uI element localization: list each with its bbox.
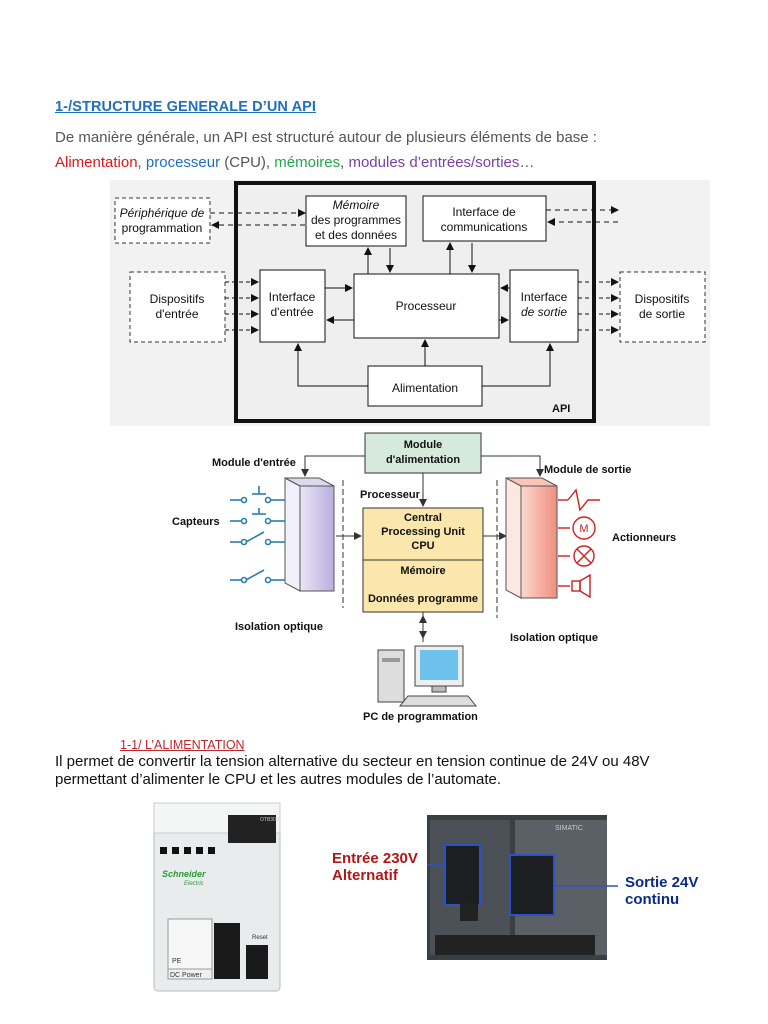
entree-label-2: Alternatif — [332, 867, 399, 884]
separator: , — [137, 154, 146, 171]
interface-entree-box — [259, 269, 326, 343]
processeur-box — [353, 273, 500, 339]
input-module — [284, 477, 335, 592]
interface-entree-label-1: Interface — [269, 290, 316, 304]
peripherique-box — [114, 197, 211, 244]
paragraph-line-1: Il permet de convertir la tension altern… — [55, 753, 650, 770]
pc-label: PC de programmation — [363, 711, 478, 723]
element-cpu: (CPU), — [220, 154, 275, 171]
module-alimentation-label-2: d'alimentation — [386, 454, 460, 466]
memoire-box — [305, 195, 407, 247]
alimentation-paragraph: Il permet de convertir la tension altern… — [55, 753, 650, 789]
dispositifs-sortie-box — [619, 271, 706, 343]
output-module — [505, 477, 558, 599]
alimentation-label: Alimentation — [392, 381, 458, 395]
power-module-photo: OTB300 Schneider Electric PE DC Power Re… — [150, 795, 285, 995]
interface-entree-label-2: d'entrée — [271, 305, 314, 319]
brand-logo: Schneider — [162, 869, 206, 879]
separator: , — [340, 154, 349, 171]
pe-label: PE — [172, 958, 182, 965]
sortie-label-1: Sortie 24V — [625, 874, 698, 891]
capteurs-label: Capteurs — [172, 516, 220, 528]
reset-label: Reset — [252, 935, 268, 941]
pc-icon — [377, 645, 478, 707]
cpu-box — [362, 507, 484, 561]
dispositifs-entree-box — [129, 271, 226, 343]
dc-power-label: DC Power — [170, 972, 203, 979]
simatic-tag: SIMATIC — [555, 825, 583, 832]
siemens-photo: SIMATIC Entrée 230V Alternatif Sortie 24… — [320, 815, 715, 960]
element-processeur: processeur — [145, 154, 221, 171]
peripherique-label-2: programmation — [122, 221, 203, 235]
memoire-label-2: des programmes — [311, 213, 401, 227]
dispositifs-entree-label-1: Dispositifs — [150, 292, 205, 306]
entree-label-1: Entrée 230V — [332, 850, 418, 867]
interface-sortie-label-2: de sortie — [521, 305, 567, 319]
module-sortie-label: Module de sortie — [544, 464, 631, 476]
dispositifs-sortie-label-2: de sortie — [639, 307, 685, 321]
elements-list: Alimentation, processeur (CPU), mémoires… — [55, 154, 534, 171]
processeur-label: Processeur — [396, 299, 457, 313]
interface-sortie-label-1: Interface — [521, 290, 568, 304]
dispositifs-entree-label-2: d'entrée — [156, 307, 199, 321]
module-entree-label: Module d'entrée — [212, 457, 296, 469]
part-label: OTB300 — [260, 817, 279, 823]
element-memoires: mémoires — [274, 154, 341, 171]
actionneurs-label: Actionneurs — [612, 532, 676, 544]
capteurs-symbols — [230, 486, 285, 584]
ellipsis: … — [519, 154, 535, 171]
memoire-label: Mémoire — [400, 565, 445, 577]
module-alimentation-box — [364, 432, 482, 474]
actionneurs-symbols — [558, 488, 600, 599]
paragraph-line-2: permettant d’alimenter le CPU et les aut… — [55, 771, 502, 788]
dispositifs-sortie-label-1: Dispositifs — [635, 292, 690, 306]
element-modules: modules d’entrées/sorties — [348, 154, 520, 171]
api-label: API — [552, 403, 570, 415]
cpu-label-1: Central — [404, 512, 442, 524]
intro-text: De manière générale, un API est structur… — [55, 129, 597, 146]
plc-hardware-diagram: Module d'alimentation Module d'entrée Mo… — [172, 432, 676, 723]
isolation-right-label: Isolation optique — [510, 632, 598, 644]
memoire-label-3: et des données — [315, 228, 397, 242]
sortie-label-2: continu — [625, 891, 679, 908]
brand-sub: Electric — [184, 881, 204, 887]
interface-sortie-box — [509, 269, 579, 343]
memoire-label-1: Mémoire — [333, 198, 380, 212]
api-structure-diagram: API Périphérique de programmation Mémoir… — [110, 180, 710, 426]
donnees-label: Données programme — [368, 593, 478, 605]
section-title: 1-/STRUCTURE GENERALE D’UN API — [55, 99, 317, 115]
alimentation-box — [367, 365, 483, 407]
peripherique-label-1: Périphérique de — [120, 206, 205, 220]
interface-comm-label-2: communications — [441, 220, 528, 234]
interface-comm-label-1: Interface de — [452, 205, 516, 219]
memoire-box — [362, 559, 484, 613]
subsection-title: 1-1/ L’ALIMENTATION — [120, 738, 245, 752]
motor-label: M — [579, 523, 588, 535]
module-alimentation-label-1: Module — [404, 439, 443, 451]
cpu-label-3: CPU — [411, 540, 434, 552]
isolation-left-label: Isolation optique — [235, 621, 323, 633]
processeur-label: Processeur — [360, 489, 421, 501]
interface-comm-box — [422, 195, 547, 242]
element-alimentation: Alimentation — [55, 154, 138, 171]
cpu-label-2: Processing Unit — [381, 526, 465, 538]
